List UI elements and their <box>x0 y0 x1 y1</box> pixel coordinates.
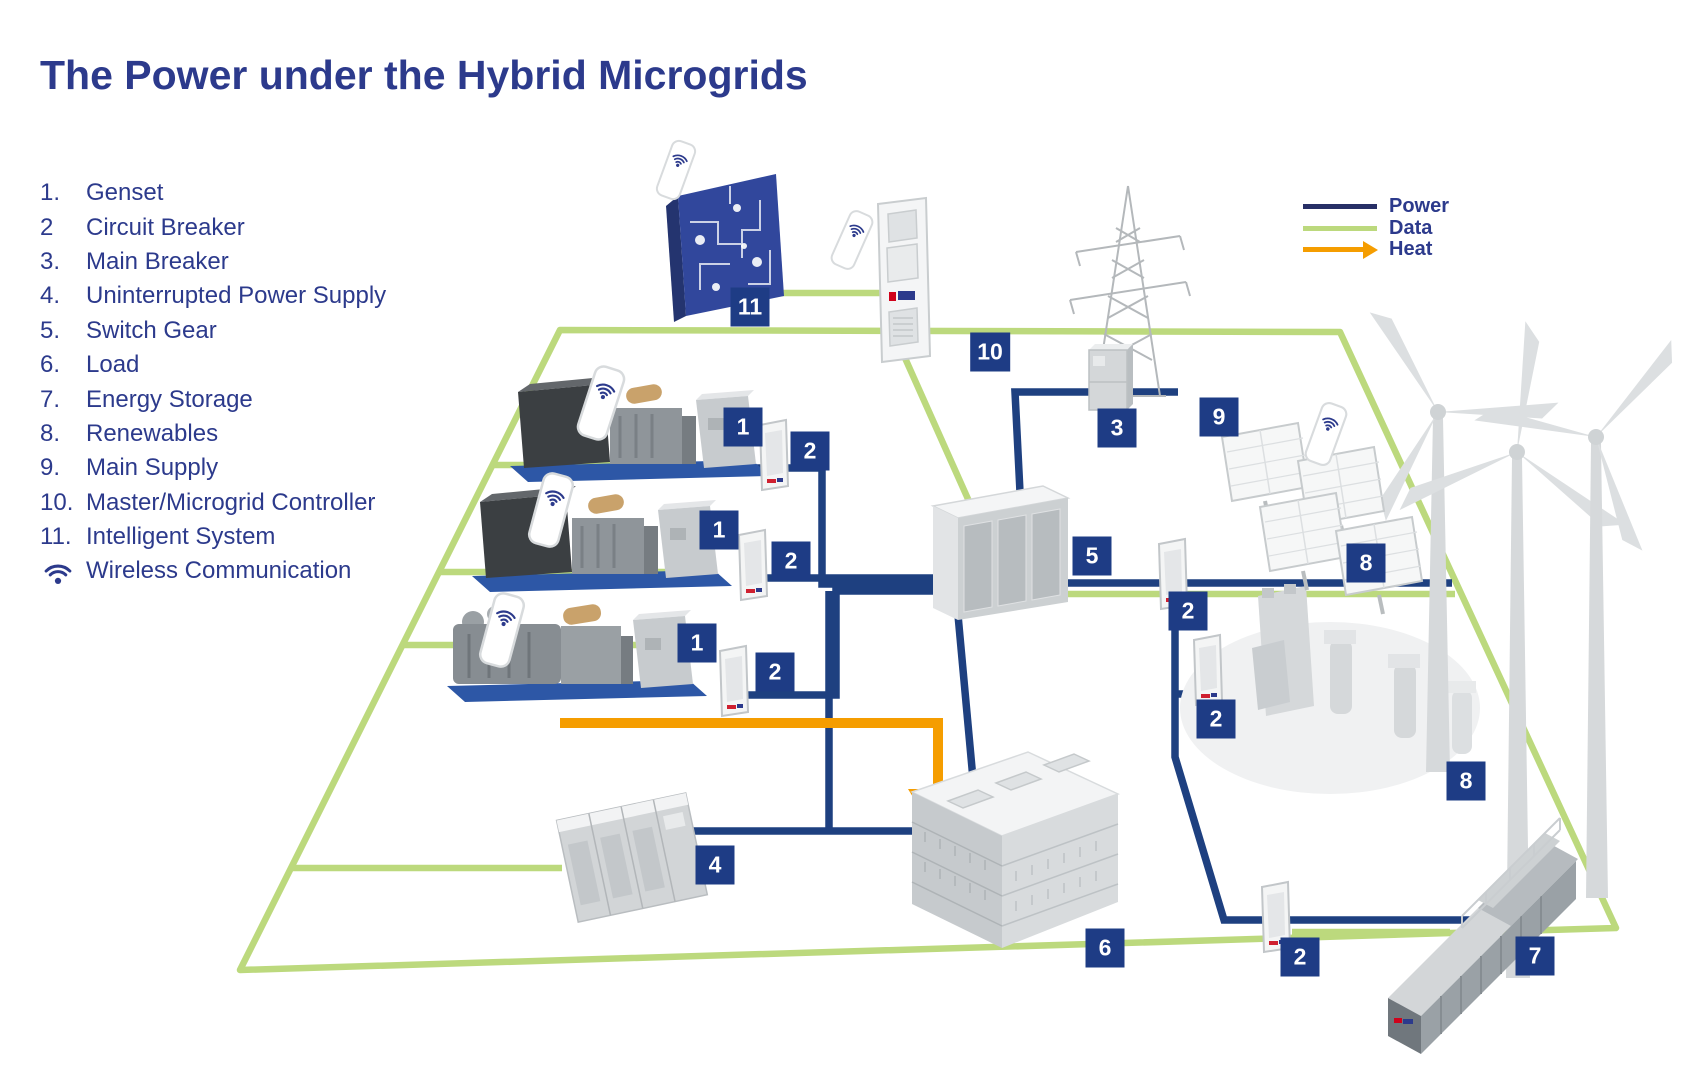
power-lines <box>692 388 1470 924</box>
list-item-label: Intelligent System <box>86 523 276 551</box>
badge-storage-7: 7 <box>1515 936 1555 976</box>
heat-arrow-swatch <box>1303 240 1378 259</box>
main-breaker-cabinet <box>1088 344 1133 411</box>
list-item-number: 7. <box>40 385 61 413</box>
list-item-label: Switch Gear <box>86 316 217 344</box>
list-item-label: Renewables <box>86 419 219 447</box>
badge-controller-10: 10 <box>970 332 1010 372</box>
badge-breaker-2-solar: 2 <box>1168 591 1208 631</box>
badge-switchgear-5: 5 <box>1072 536 1112 576</box>
component-list: 1. Genset 2 Circuit Breaker 3. Main Breaker… <box>40 176 386 589</box>
list-item: 4. Uninterrupted Power Supply <box>40 279 386 313</box>
hydro-dam <box>1180 584 1480 794</box>
badge-genset-1-bottom: 1 <box>677 623 717 663</box>
list-item-number: 8. <box>40 419 61 447</box>
list-item-label: Main Breaker <box>86 247 229 275</box>
badge-main-supply-9: 9 <box>1199 397 1239 437</box>
badge-load-6: 6 <box>1085 928 1125 968</box>
list-item-number: 6. <box>40 351 61 379</box>
list-item: 9. Main Supply <box>40 451 386 485</box>
legend-label: Data <box>1389 216 1433 239</box>
line-legend: Power Data Heat <box>1303 195 1450 261</box>
legend-label: Heat <box>1389 238 1433 261</box>
badge-breaker-2-hydro: 2 <box>1196 699 1236 739</box>
legend-row-data: Data <box>1303 216 1449 240</box>
badge-genset-1-mid: 1 <box>699 510 739 550</box>
wifi-icon <box>40 557 86 585</box>
list-item-label: Circuit Breaker <box>86 213 245 241</box>
list-item-number: 2 <box>40 213 54 241</box>
list-item: 8. Renewables <box>40 417 386 451</box>
energy-storage-container <box>1388 817 1578 1054</box>
badge-breaker-2-storage: 2 <box>1280 937 1320 977</box>
genset-middle <box>470 484 734 594</box>
badge-breaker-2-bottom: 2 <box>755 652 795 692</box>
legend-row-power: Power <box>1303 195 1450 218</box>
switch-gear <box>930 485 1071 620</box>
list-item-number: 1. <box>40 179 61 207</box>
list-item-number: 4. <box>40 282 61 310</box>
list-item-number: 3. <box>40 247 61 275</box>
intelligent-system-cube <box>666 174 784 322</box>
list-item-number: 9. <box>40 454 61 482</box>
list-item-label: Main Supply <box>86 454 219 482</box>
list-item: 7. Energy Storage <box>40 382 386 416</box>
list-item-label: Genset <box>86 179 164 207</box>
badge-main-breaker-3: 3 <box>1097 408 1137 448</box>
list-item-label: Energy Storage <box>86 385 253 413</box>
list-item-label: Wireless Communication <box>86 557 352 585</box>
list-item: 6. Load <box>40 348 386 382</box>
legend-row-heat: Heat <box>1303 238 1449 261</box>
badge-genset-1-top: 1 <box>723 407 763 447</box>
list-item-label: Master/Microgrid Controller <box>86 488 376 516</box>
list-item-number: 10. <box>40 488 74 516</box>
list-item: 2 Circuit Breaker <box>40 210 386 244</box>
badge-intelligent-11: 11 <box>730 287 770 327</box>
page-title: The Power under the Hybrid Microgrids <box>40 52 808 98</box>
badge-breaker-2-top: 2 <box>790 431 830 471</box>
power-line-swatch <box>1303 204 1377 210</box>
microgrid-controller <box>876 196 932 364</box>
list-item: 1. Genset <box>40 176 386 210</box>
list-item: 5. Switch Gear <box>40 314 386 348</box>
list-item-number: 5. <box>40 316 61 344</box>
load-building <box>910 751 1120 948</box>
badge-renewables-8-hydro: 8 <box>1446 761 1486 801</box>
list-item: 11. Intelligent System <box>40 520 386 554</box>
list-item-label: Load <box>86 351 140 379</box>
ups-cabinets <box>555 792 709 924</box>
legend-label: Power <box>1389 195 1450 218</box>
data-line-swatch <box>1303 225 1377 231</box>
badge-breaker-2-mid: 2 <box>771 541 811 581</box>
list-item: 3. Main Breaker <box>40 245 386 279</box>
badge-renewables-8-solar: 8 <box>1346 543 1386 583</box>
list-item-wireless: Wireless Communication <box>40 554 386 588</box>
badge-ups-4: 4 <box>695 845 735 885</box>
list-item-label: Uninterrupted Power Supply <box>86 282 387 310</box>
list-item: 10. Master/Microgrid Controller <box>40 486 386 520</box>
list-item-number: 11. <box>40 523 72 551</box>
